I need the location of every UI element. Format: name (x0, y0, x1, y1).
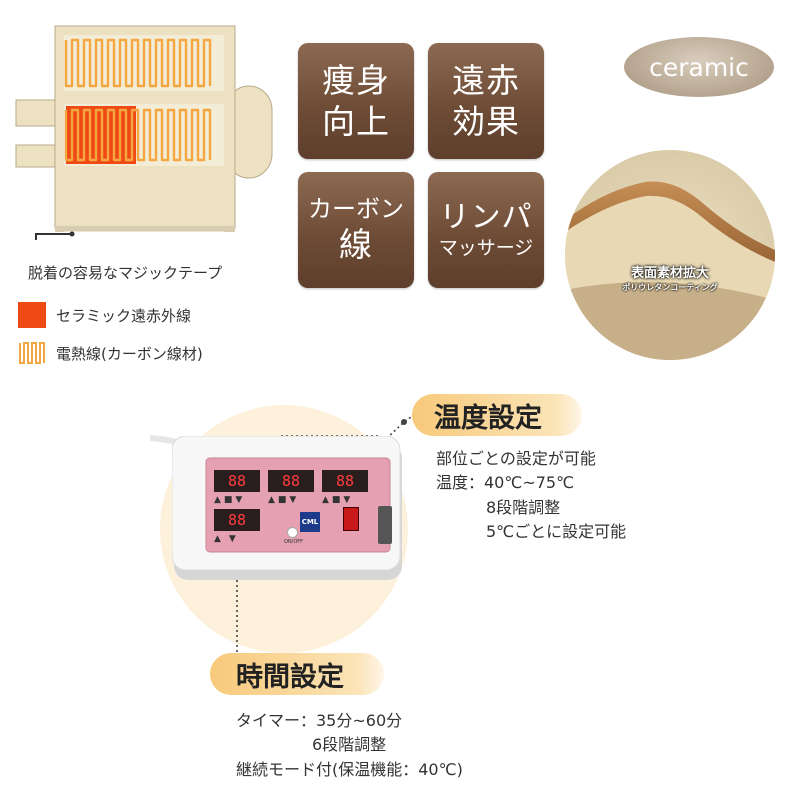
controller-device (172, 436, 402, 580)
temp-line-2: 温度：40℃~75℃ (436, 473, 575, 492)
time-line-3: 継続モード付(保温機能：40℃) (236, 760, 463, 779)
feature-line2: 向上 (322, 102, 390, 141)
zone1-buttons[interactable]: ▲■▼ (214, 495, 246, 505)
display-timer: 88 (214, 509, 260, 531)
legend-ceramic-label: セラミック遠赤外線 (56, 306, 192, 325)
legend-wire-label: 電熱線(カーボン線材) (56, 344, 203, 363)
legend-ceramic: セラミック遠赤外線 (18, 302, 191, 328)
time-line-1: タイマー：35分~60分 (236, 711, 403, 730)
feature-line2: 効果 (452, 102, 520, 141)
feature-line2: マッサージ (438, 236, 534, 259)
ceramic-badge: ceramic (624, 37, 774, 97)
zone3-buttons[interactable]: ▲■▼ (322, 495, 354, 505)
legend-wire: 電熱線(カーボン線材) (18, 340, 203, 366)
main-power-switch[interactable] (343, 507, 359, 531)
feature-line1: 遠赤 (452, 60, 520, 100)
feature-tile-far-infrared: 遠赤 効果 (428, 43, 544, 159)
closeup-title: 表面素材拡大 (630, 266, 709, 281)
feature-tile-carbon: カーボン 線 (298, 172, 414, 288)
feature-line1: カーボン (308, 195, 404, 224)
closeup-subtitle: ポリウレタンコーティング (622, 283, 718, 292)
temp-line-4: 5℃ごとに設定可能 (486, 522, 627, 541)
heating-pad-diagram (15, 25, 273, 240)
strap-label: 脱着の容易なマジックテープ (28, 264, 223, 282)
power-label: ON/OFF (284, 539, 304, 545)
feature-line2: 線 (339, 225, 373, 265)
feature-tile-lymph: リンパ マッサージ (428, 172, 544, 288)
time-line-2: 6段階調整 (312, 735, 387, 754)
cml-logo: CML (300, 512, 320, 532)
display-2: 88 (268, 470, 314, 492)
feature-line1: 痩身 (322, 60, 390, 100)
ceramic-swatch (18, 302, 46, 328)
temp-line-1: 部位ごとの設定が可能 (436, 449, 596, 468)
time-heading: 時間設定 (210, 653, 384, 695)
temperature-heading: 温度設定 (412, 394, 582, 436)
zone2-buttons[interactable]: ▲■▼ (268, 495, 300, 505)
feature-line1: リンパ (439, 200, 533, 236)
material-closeup-image (565, 150, 775, 360)
display-1: 88 (214, 470, 260, 492)
display-3: 88 (322, 470, 368, 492)
timer-buttons[interactable]: ▲▼ (214, 534, 244, 544)
power-button[interactable] (287, 527, 298, 538)
feature-tile-slimming: 痩身 向上 (298, 43, 414, 159)
wire-swatch-icon (19, 342, 45, 364)
temp-line-3: 8段階調整 (486, 498, 561, 517)
